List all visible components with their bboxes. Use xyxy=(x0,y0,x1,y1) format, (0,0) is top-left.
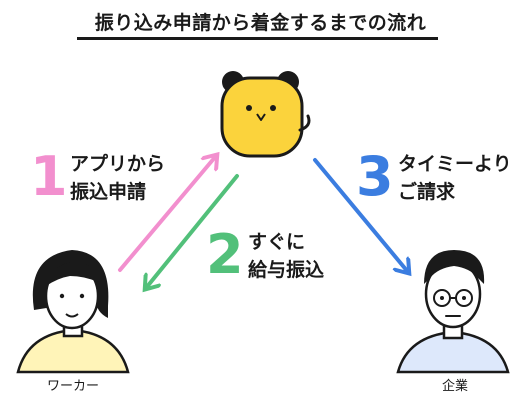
title-underline xyxy=(77,37,438,40)
step-3-label: タイミーより ご請求 xyxy=(398,153,512,203)
worker-avatar xyxy=(16,250,130,374)
step-1-label: アプリから 振込申請 xyxy=(70,153,166,203)
company-label: 企業 xyxy=(441,379,468,394)
step-2-number: 2 xyxy=(206,223,244,286)
arrow-step-1 xyxy=(118,156,216,272)
arrow-step-3 xyxy=(313,158,408,272)
step-2-label: すぐに 給与振込 xyxy=(248,231,325,281)
page-title: 振り込み申請から着金するまでの流れ xyxy=(94,12,427,34)
company-avatar xyxy=(396,250,510,374)
arrow-step-2 xyxy=(146,174,239,288)
worker-label: ワーカー xyxy=(46,379,99,394)
mascot-icon xyxy=(220,71,311,158)
step-1-number: 1 xyxy=(30,145,68,208)
step-3-number: 3 xyxy=(356,145,394,208)
